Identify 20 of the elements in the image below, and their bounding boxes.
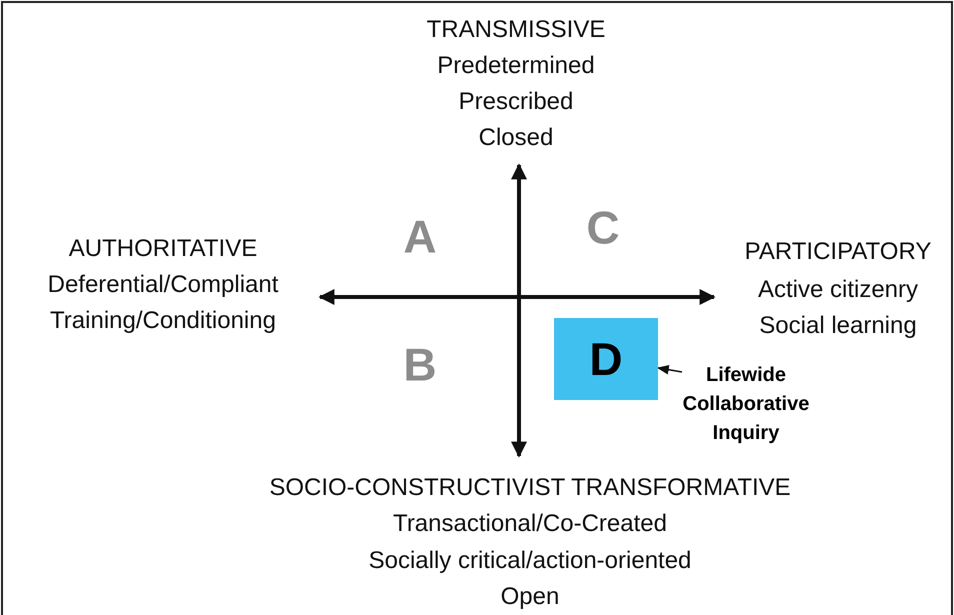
callout-text: Lifewide Collaborative Inquiry: [680, 358, 812, 450]
pole-term: Social learning: [759, 312, 917, 340]
pole-term: Predetermined: [437, 52, 595, 80]
quadrant-box: D: [554, 318, 658, 400]
quadrant-letter: A: [403, 210, 437, 264]
pole-term: Active citizenry: [758, 276, 918, 304]
pole-term: Training/Conditioning: [50, 307, 276, 335]
arrow: [656, 364, 682, 374]
pole-heading: SOCIO-CONSTRUCTIVIST TRANSFORMATIVE: [269, 474, 791, 502]
pole-term: Socially critical/action-oriented: [368, 547, 692, 575]
pole-term: Prescribed: [458, 88, 574, 116]
pole-term: Open: [500, 583, 560, 611]
pole-term: Deferential/Compliant: [48, 271, 278, 299]
pole-heading: PARTICIPATORY: [744, 238, 932, 266]
pole-term: Transactional/Co-Created: [393, 510, 667, 538]
quadrant-letter: B: [403, 338, 437, 392]
pole-term: Closed: [478, 124, 554, 152]
pole-heading: AUTHORITATIVE: [68, 235, 258, 263]
quadrant-letter: C: [586, 202, 620, 254]
pole-heading: TRANSMISSIVE: [426, 16, 606, 44]
